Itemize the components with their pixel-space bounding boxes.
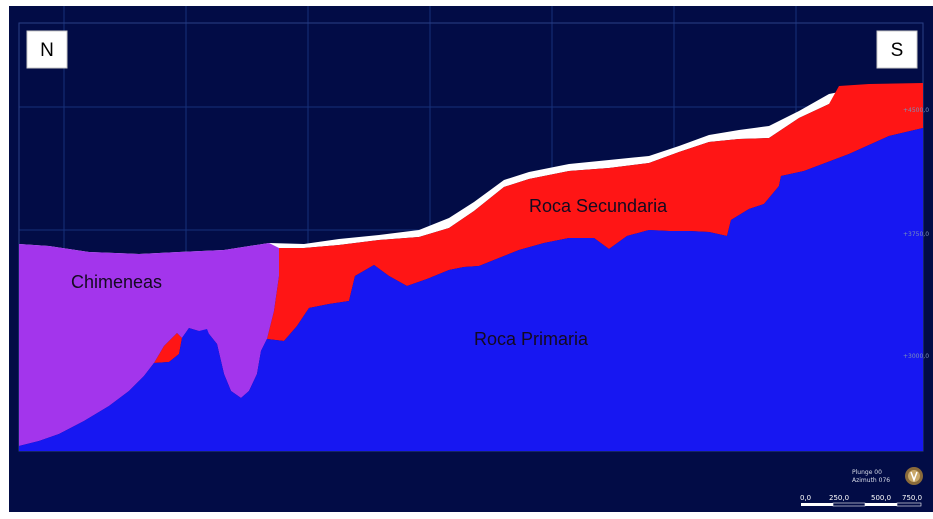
elevation-label-4500: +4500,0	[903, 107, 929, 114]
label-chimeneas: Chimeneas	[71, 272, 162, 292]
label-roca-secundaria: Roca Secundaria	[529, 196, 668, 216]
compass-globe-icon	[905, 467, 923, 485]
compass-south-marker: S	[876, 30, 918, 69]
compass-south-label: S	[891, 40, 904, 61]
plunge-label: Plunge 00	[852, 469, 882, 476]
geologic-section-diagram: N S Chimeneas Roca Secundaria Roca Prima…	[18, 6, 929, 507]
compass-north-marker: N	[26, 30, 68, 69]
roca-secundaria-unit	[267, 83, 923, 341]
compass-north-label: N	[40, 40, 54, 61]
label-roca-primaria: Roca Primaria	[474, 329, 589, 349]
scale-tick-250: 250,0	[829, 494, 849, 502]
roca-secundaria-fragment-left	[154, 333, 182, 363]
roca-primaria-unit	[19, 128, 923, 451]
scale-tick-0: 0,0	[800, 494, 811, 502]
scale-bar: 0,0 250,0 500,0 750,0	[800, 494, 922, 507]
scale-tick-750: 750,0	[902, 494, 922, 502]
chimeneas-unit	[19, 243, 279, 446]
elevation-label-3000: +3000,0	[903, 353, 929, 360]
cross-section-panel: N S Chimeneas Roca Secundaria Roca Prima…	[9, 6, 933, 512]
azimuth-label: Azimuth 076	[852, 477, 890, 484]
scale-tick-500: 500,0	[871, 494, 891, 502]
elevation-label-3750: +3750,0	[903, 231, 929, 238]
